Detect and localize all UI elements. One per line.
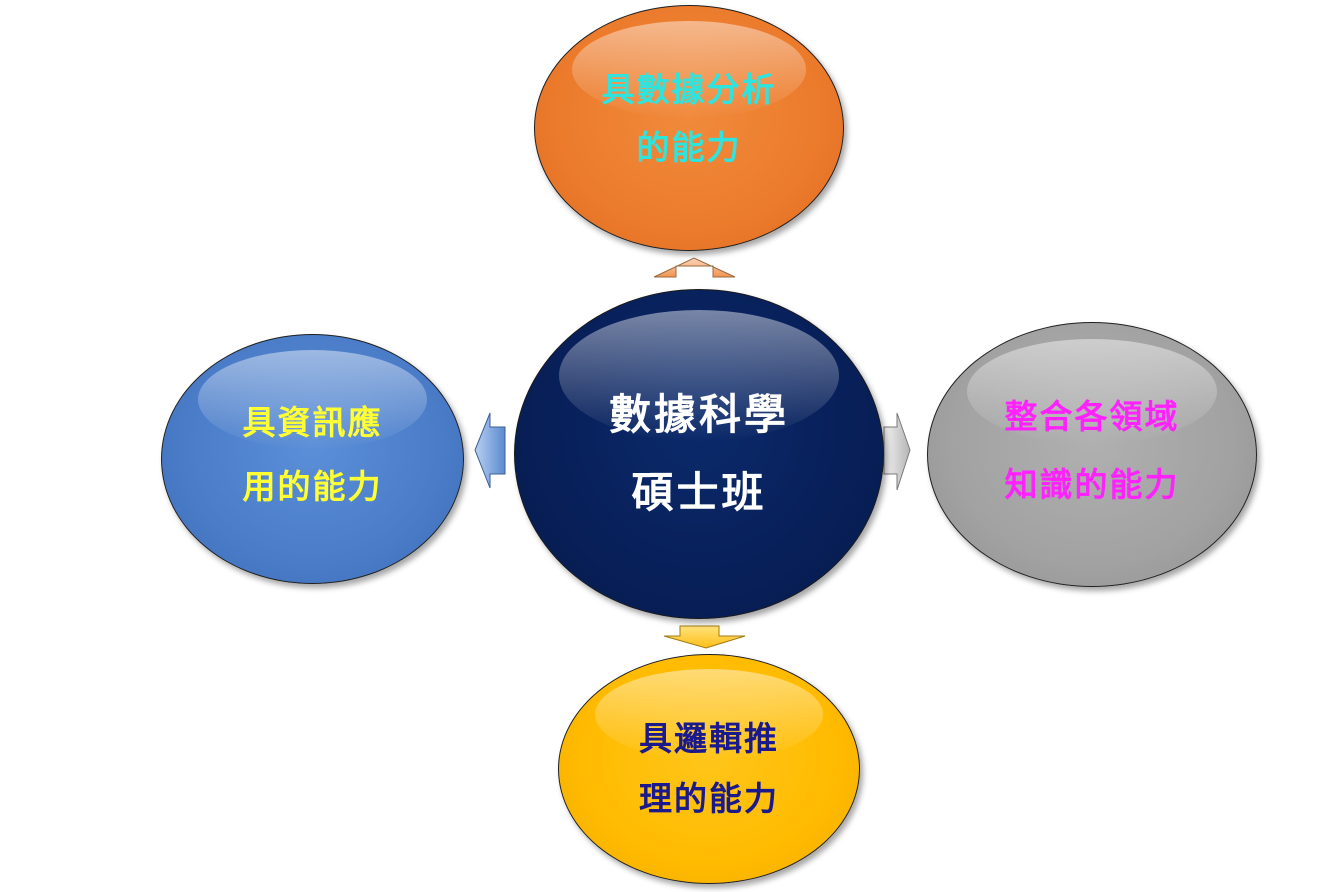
node-data-analysis-line2: 的能力 bbox=[636, 128, 742, 167]
node-cross-domain-line2: 知識的能力 bbox=[1004, 464, 1180, 504]
arrow-left-icon bbox=[474, 412, 506, 489]
arrow-down-icon bbox=[663, 625, 746, 649]
node-center-program-line2: 碩士班 bbox=[631, 468, 767, 517]
node-logical-reasoning-line1: 具邏輯推 bbox=[639, 719, 779, 758]
node-data-analysis-label: 具數據分析 的能力 bbox=[602, 61, 777, 177]
node-center-program: 數據科學 碩士班 bbox=[514, 289, 884, 619]
node-center-program-line1: 數據科學 bbox=[608, 390, 789, 439]
node-it-application-label: 具資訊應 用的能力 bbox=[243, 391, 383, 519]
node-logical-reasoning: 具邏輯推 理的能力 bbox=[558, 654, 860, 884]
node-logical-reasoning-label: 具邏輯推 理的能力 bbox=[639, 709, 779, 829]
node-it-application: 具資訊應 用的能力 bbox=[161, 334, 464, 584]
arrow-right-icon bbox=[883, 412, 911, 491]
node-cross-domain: 整合各領域 知識的能力 bbox=[927, 322, 1257, 587]
node-logical-reasoning-line2: 理的能力 bbox=[639, 779, 779, 818]
node-data-analysis-line1: 具數據分析 bbox=[601, 70, 777, 109]
arrow-up-icon bbox=[653, 257, 736, 278]
node-it-application-line1: 具資訊應 bbox=[242, 403, 383, 442]
node-center-program-label: 數據科學 碩士班 bbox=[609, 376, 789, 532]
node-data-analysis: 具數據分析 的能力 bbox=[534, 5, 844, 251]
node-it-application-line2: 用的能力 bbox=[242, 467, 383, 506]
node-cross-domain-label: 整合各領域 知識的能力 bbox=[1005, 383, 1180, 519]
node-cross-domain-line1: 整合各領域 bbox=[1004, 396, 1180, 436]
